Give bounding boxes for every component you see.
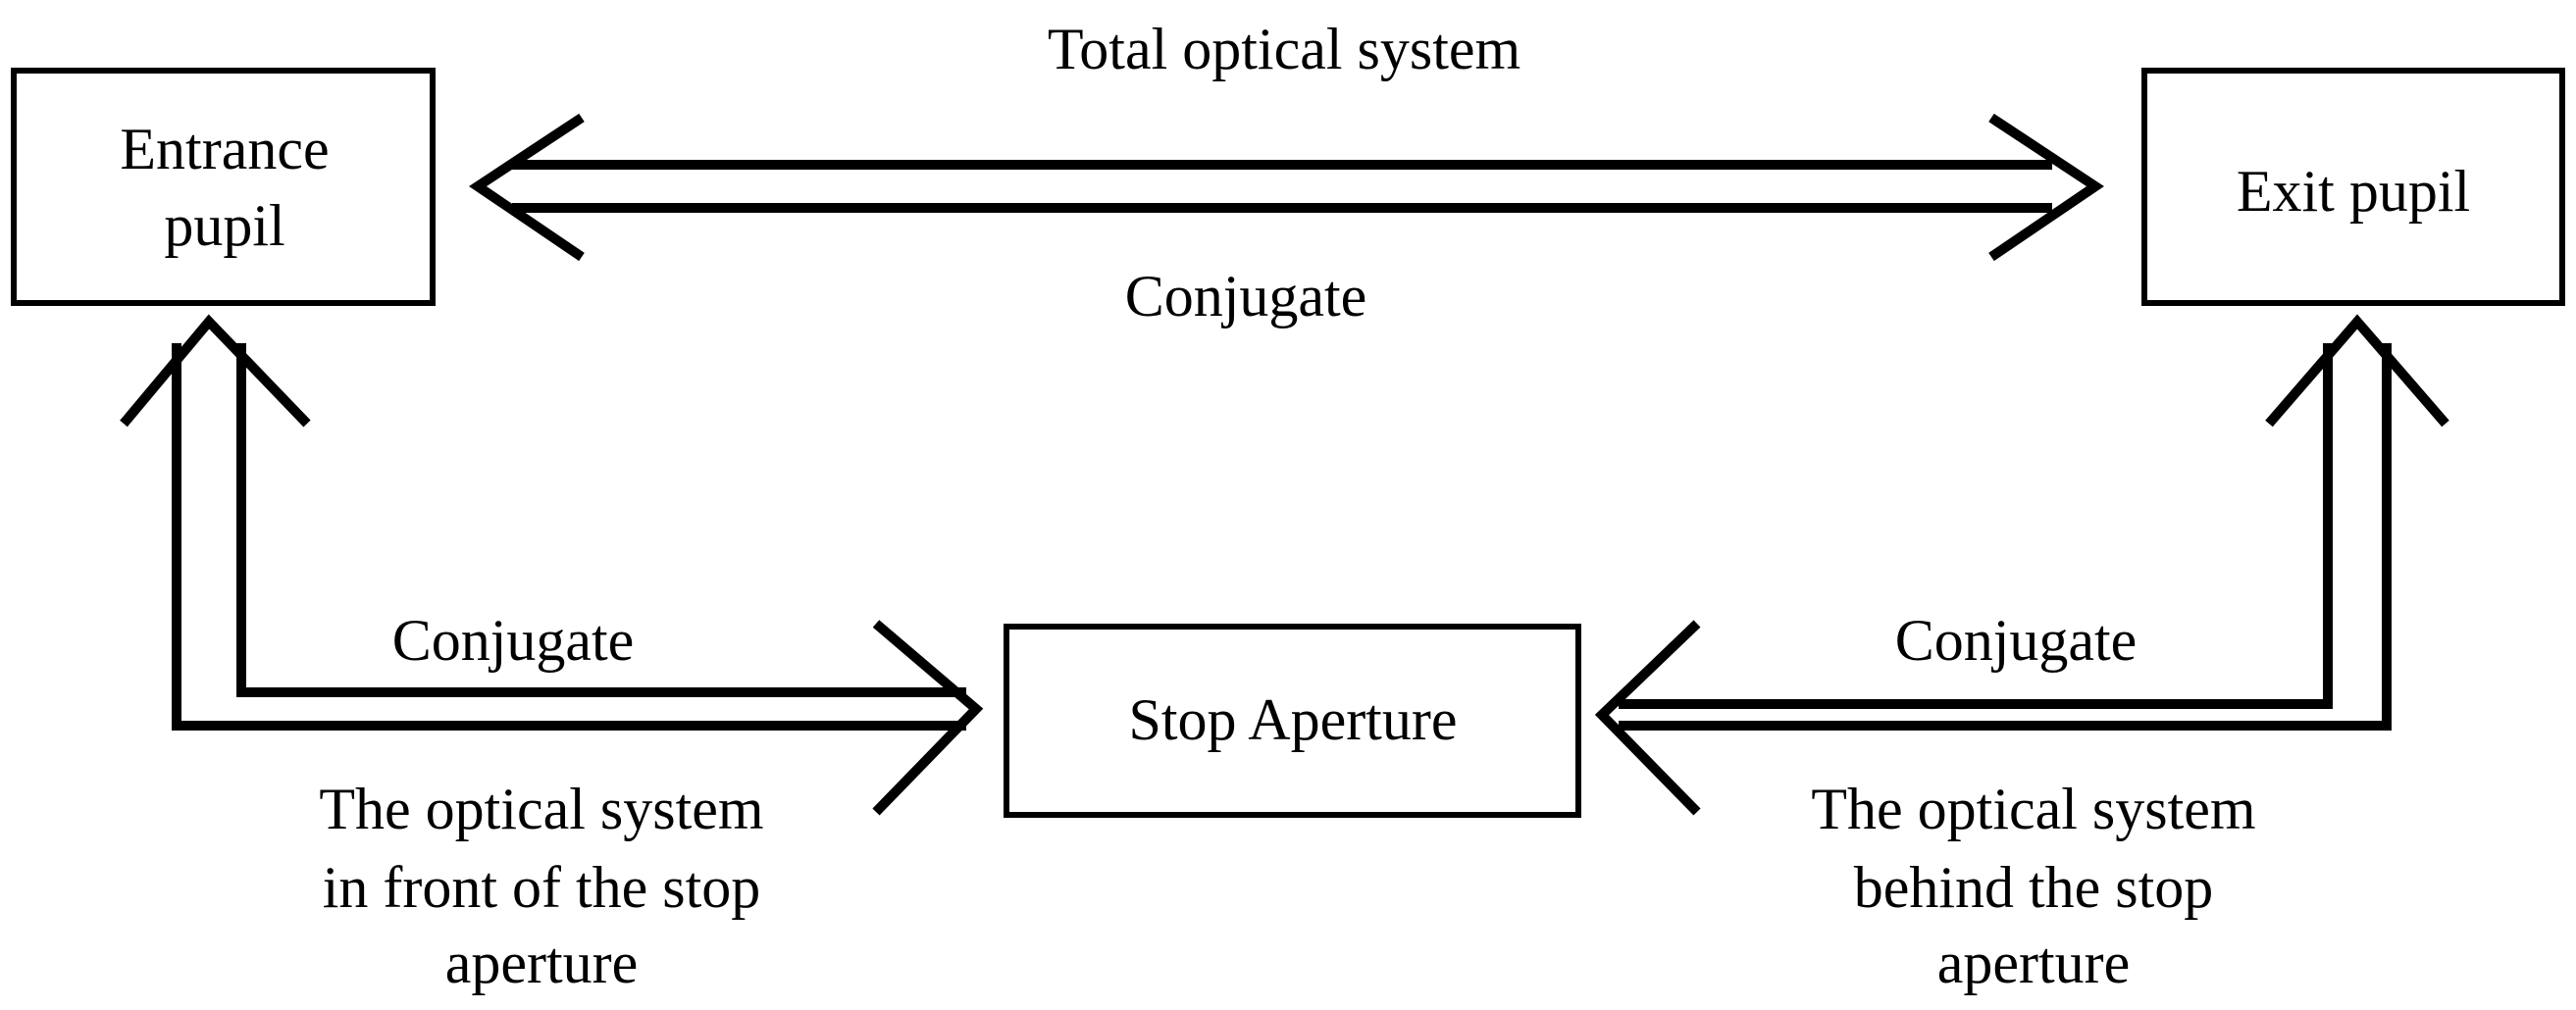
left-edge-label-below-line1: The optical system [319, 777, 763, 841]
entrance-pupil-label-line2: pupil [164, 193, 284, 258]
stop-aperture-label: Stop Aperture [1129, 687, 1458, 752]
top-edge-label-above: Total optical system [1048, 17, 1520, 81]
exit-pupil-label: Exit pupil [2237, 159, 2470, 224]
right-edge-label-above: Conjugate [1895, 608, 2138, 673]
stop-aperture-box [1004, 624, 1581, 818]
left-edge-label-below-line3: aperture [445, 931, 639, 995]
top-double-arrow [469, 113, 2104, 262]
left-edge-label-above: Conjugate [392, 608, 635, 673]
right-edge-label-below-line1: The optical system [1811, 777, 2255, 841]
exit-pupil-box [2141, 68, 2565, 306]
top-edge-label-below: Conjugate [1125, 264, 1367, 328]
left-edge-label-below-line2: in front of the stop [323, 855, 761, 920]
entrance-pupil-box [11, 68, 436, 306]
right-double-arrow [1594, 314, 2449, 816]
right-edge-label-below-line3: aperture [1937, 931, 2131, 995]
entrance-pupil-label-line1: Entrance [120, 117, 329, 181]
left-double-arrow [120, 314, 984, 816]
right-edge-label-below-line2: behind the stop [1854, 855, 2214, 920]
